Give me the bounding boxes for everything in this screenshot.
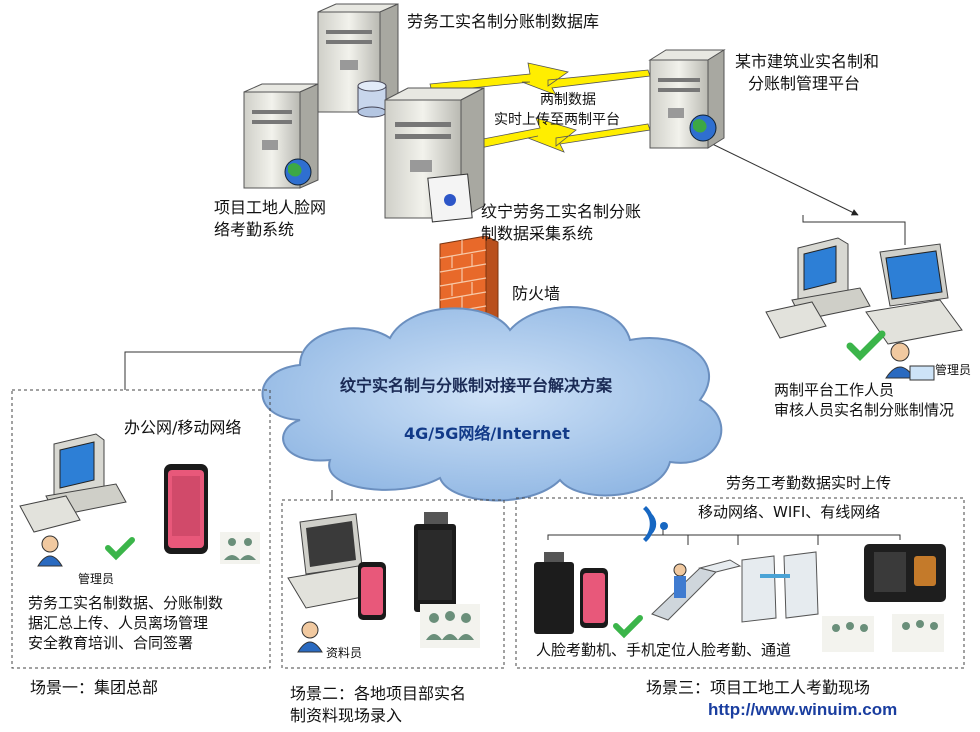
checkmark-icon [846,330,886,361]
website-url[interactable]: http://www.winuim.com [708,700,898,719]
hq-line1: 劳务工实名制数据、分账制数 [28,594,224,612]
clerk-label: 资料员 [326,646,363,660]
admin-label-left: 管理员 [78,572,115,586]
user-icon [37,535,63,567]
server-icon [317,3,399,113]
turnstile-icon [741,551,819,623]
turnstile-icon [651,559,742,621]
phone-icon [580,568,608,628]
scene2-line1: 场景二：各地项目部实名 [290,684,467,703]
face-system-line1: 项目工地人脸网 [214,198,327,217]
collect-system-line2: 制数据采集系统 [481,224,594,243]
site-upload-label: 劳务工考勤数据实时上传 [726,474,892,492]
face-system-line2: 络考勤系统 [214,220,295,239]
upload-line2: 实时上传至两制平台 [494,112,620,128]
phone-icon [164,464,208,554]
upload-line1: 两制数据 [540,92,596,108]
phone-icon [358,562,386,620]
desktop-icon [19,433,127,533]
scene-boxes [11,389,965,669]
checkmark-icon [105,537,135,561]
scene1-box [11,389,271,669]
collect-system-line1: 纹宁劳务工实名制分账 [481,202,642,221]
checkmark-icon [613,615,643,639]
site-devices-label: 人脸考勤机、手机定位人脸考勤、通道 [536,641,792,659]
review-line2: 审核人员实名制分账制情况 [774,401,955,419]
hq-line2: 据汇总上传、人员离场管理 [28,614,209,632]
review-line1: 两制平台工作人员 [774,381,895,399]
cloud-subtitle: 4G/5G网络/Internet [404,424,570,443]
firewall-icon [439,235,499,327]
group-icon [420,604,480,648]
user-icon [297,621,323,653]
scene3-box [515,497,965,669]
server-icon [648,49,726,149]
globe-icon [284,158,312,186]
site-networks-label: 移动网络、WIFI、有线网络 [698,503,881,521]
scene2-box [281,499,505,669]
laptop-icon [287,513,379,609]
face-terminal-icon [864,544,946,602]
wifi-icon [643,506,668,542]
office-network-label: 办公网/移动网络 [124,418,242,437]
db-title: 劳务工实名制分账制数据库 [407,12,600,31]
database-icon [357,80,387,118]
scene3-label: 场景三：项目工地工人考勤现场 [646,678,871,697]
user-icon [885,342,935,381]
group-icon [822,616,874,652]
server-icon [384,87,485,223]
lightning-icon [429,62,651,153]
cloud-title: 纹宁实名制与分账制对接平台解决方案 [340,376,613,395]
gov-platform-line2: 分账制管理平台 [748,74,861,93]
group-icon [220,532,260,564]
admin-label-right: 管理员 [935,363,972,377]
laptop-icon [865,243,963,345]
face-terminal-icon [414,512,456,612]
desktop-icon [765,237,871,339]
gov-platform-line1: 某市建筑业实名制和 [735,52,880,71]
scene2-line2: 制资料现场录入 [290,706,403,725]
hq-line3: 安全教育培训、合同签署 [28,634,194,652]
firewall-label: 防火墙 [512,284,561,303]
face-terminal-icon [534,552,574,634]
globe-icon [689,114,717,142]
scene1-label: 场景一：集团总部 [30,678,159,697]
cloud-network [261,306,723,502]
group-icon [892,614,944,652]
